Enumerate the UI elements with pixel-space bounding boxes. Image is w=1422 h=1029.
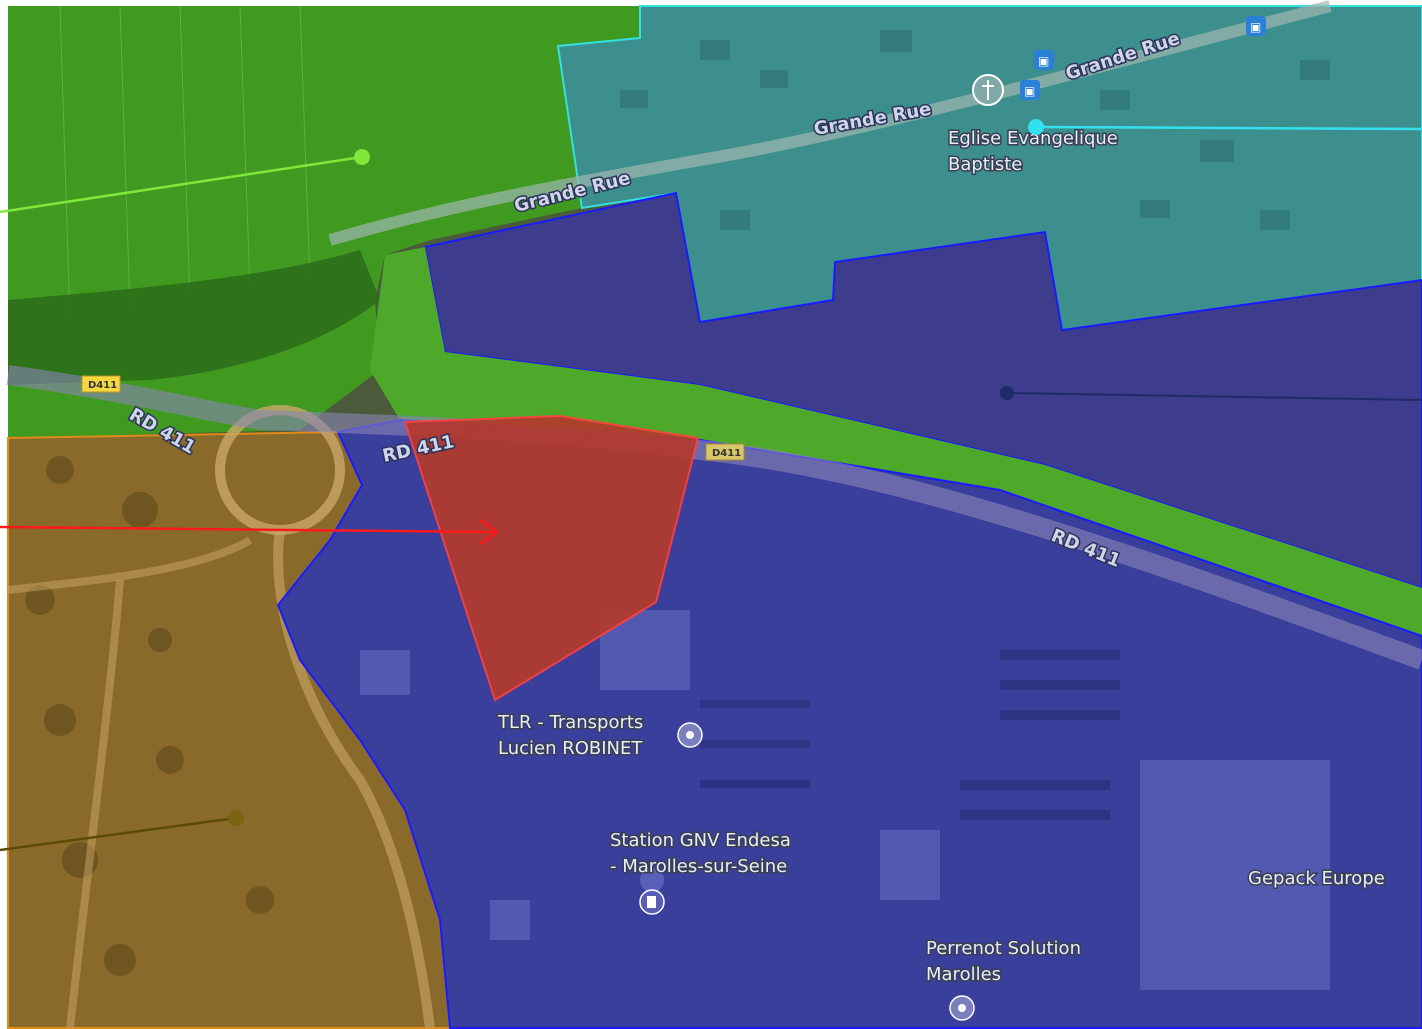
svg-text:▣: ▣	[1250, 20, 1261, 34]
callout-project-arrow	[0, 518, 500, 546]
green-buffer-strip	[370, 247, 1422, 636]
fuel-pin-icon[interactable]	[639, 868, 665, 920]
tlr-label-line1: TLR - Transports	[497, 712, 643, 733]
bus-stop-icon[interactable]: ▣	[1246, 16, 1266, 36]
svg-text:▣: ▣	[1024, 84, 1035, 98]
perrenot-label-line1: Perrenot Solution	[926, 938, 1081, 959]
grande-rue-road	[328, 0, 1332, 246]
station-label-line2: - Marolles-sur-Seine	[610, 856, 787, 877]
callout-industrial	[1000, 386, 1422, 401]
station-label-line1: Station GNV Endesa	[610, 830, 791, 851]
d411-shield-1: D411	[81, 375, 121, 393]
svg-text:▣: ▣	[1038, 54, 1049, 68]
pin-icon[interactable]	[677, 722, 703, 748]
project-zone	[403, 414, 700, 702]
gepack-label: Gepack Europe	[1248, 868, 1385, 889]
church-label-line2: Baptiste	[948, 154, 1022, 175]
svg-text:D411: D411	[712, 448, 741, 459]
tlr-label-line2: Lucien ROBINET	[498, 738, 643, 759]
d411-shield-2: D411	[705, 443, 745, 461]
perrenot-label-line2: Marolles	[926, 964, 1001, 985]
bus-stop-icon[interactable]: ▣	[1020, 80, 1040, 100]
callout-residential	[1028, 119, 1422, 135]
church-icon[interactable]	[972, 74, 1004, 106]
callout-natural	[0, 810, 244, 852]
pin-icon[interactable]	[949, 995, 975, 1021]
callout-agricultural	[0, 149, 370, 214]
svg-text:D411: D411	[88, 380, 117, 391]
bus-stop-icon[interactable]: ▣	[1034, 50, 1054, 70]
